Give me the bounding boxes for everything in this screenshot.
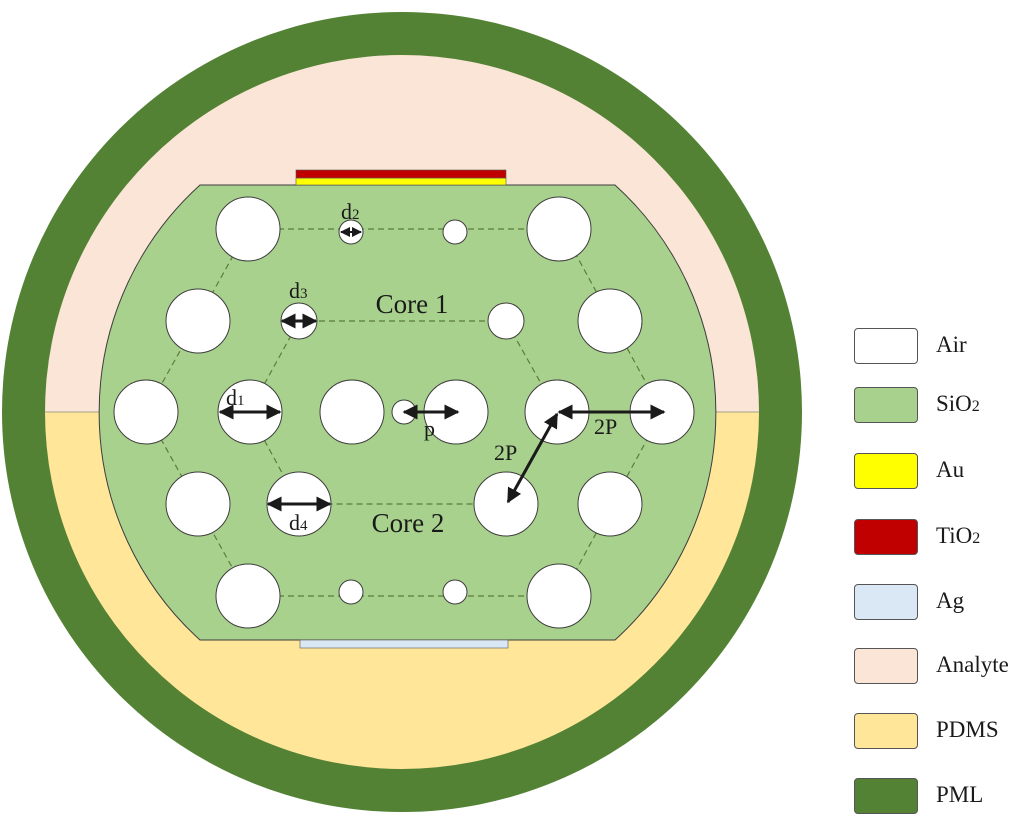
air-hole <box>577 288 643 354</box>
core2-label: Core 2 <box>372 508 445 538</box>
air-hole <box>487 302 525 340</box>
legend-label-sio2: SiO2 <box>936 391 980 416</box>
d1-label: d1 <box>226 385 245 410</box>
legend-swatch-pdms <box>854 713 918 749</box>
legend-item-tio2: TiO2 <box>852 517 1012 557</box>
legend-label-analyte: Analyte <box>936 652 1009 677</box>
air-hole <box>473 471 539 537</box>
air-hole <box>113 379 179 445</box>
legend-swatch-ag <box>854 584 918 620</box>
legend-swatch-tio2 <box>854 519 918 555</box>
air-hole <box>165 288 231 354</box>
air-hole <box>338 579 364 605</box>
air-hole <box>215 196 281 262</box>
air-hole <box>577 471 643 537</box>
legend-label-ag: Ag <box>936 588 965 613</box>
legend-item-analyte: Analyte <box>852 646 1012 686</box>
legend-item-pdms: PDMS <box>852 711 1012 751</box>
air-hole <box>526 196 592 262</box>
d2-label: d2 <box>341 199 360 224</box>
legend-label-tio2: TiO2 <box>936 523 981 548</box>
air-hole <box>165 471 231 537</box>
2p-diagonal-arrow <box>506 412 559 504</box>
air-hole <box>526 563 592 629</box>
d3-label: d3 <box>289 278 308 303</box>
legend-item-pml: PML <box>852 776 1012 816</box>
legend-swatch-pml <box>854 778 918 814</box>
2p-horizontal-label: 2P <box>594 414 617 439</box>
au-layer <box>295 177 507 186</box>
ag-layer <box>299 639 509 649</box>
legend-swatch-air <box>854 328 918 364</box>
legend-item-ag: Ag <box>852 582 1012 622</box>
legend-item-sio2: SiO2 <box>852 385 1012 425</box>
core1-label: Core 1 <box>376 289 449 319</box>
air-hole <box>442 579 468 605</box>
legend-label-pdms: PDMS <box>936 717 999 742</box>
legend-swatch-au <box>854 453 918 489</box>
air-hole <box>319 379 385 445</box>
p-label: p <box>424 416 435 441</box>
2p-diagonal-label: 2P <box>494 440 517 465</box>
legend-swatch-sio2 <box>854 387 918 423</box>
air-hole <box>442 219 468 245</box>
legend-label-air: Air <box>936 332 967 357</box>
dimension-arrows <box>218 227 666 512</box>
d4-label: d4 <box>289 510 308 535</box>
legend-label-pml: PML <box>936 782 984 807</box>
legend-swatch-analyte <box>854 648 918 684</box>
legend-item-air: Air <box>852 326 1012 366</box>
tio2-layer <box>295 169 507 179</box>
legend-item-au: Au <box>852 451 1012 491</box>
air-hole <box>215 563 281 629</box>
legend-label-au: Au <box>936 457 965 482</box>
